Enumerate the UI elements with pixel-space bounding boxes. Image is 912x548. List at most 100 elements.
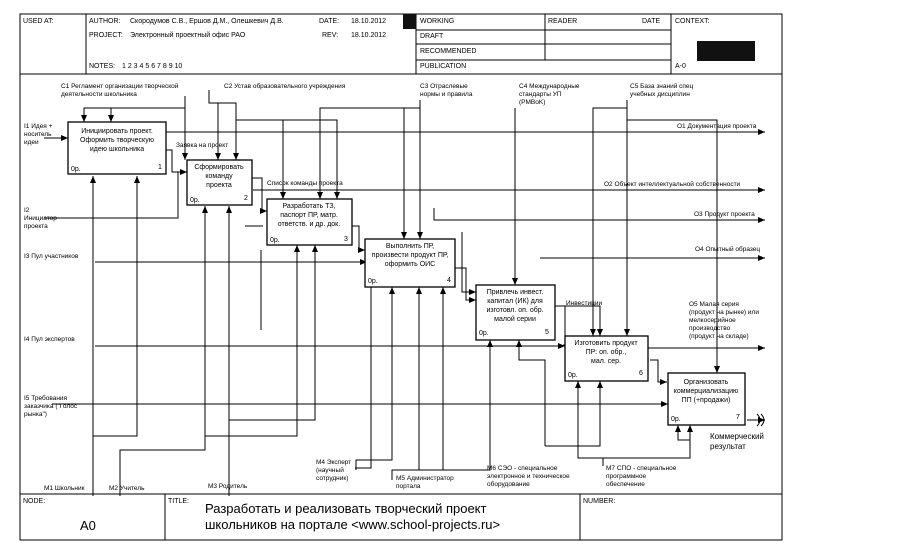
box-1-num: 1 — [158, 164, 162, 171]
mechanism-m7-line-1: M7 СПО - специальное — [606, 465, 677, 472]
tunnel-result-icon — [756, 413, 765, 427]
box-2-op: 0р. — [190, 197, 200, 204]
arrow-c2d — [283, 119, 340, 199]
footer-frame — [19, 493, 783, 541]
arrow-invest — [560, 305, 603, 336]
box-7-num: 7 — [736, 414, 740, 421]
mechanism-m4-line-1: M4 Эксперт — [316, 459, 351, 466]
mechanism-m1-label: M1 Школьник — [44, 485, 85, 492]
activity-box-6[interactable]: Изготовить продукт ПР: оп. обр., мал. се… — [564, 335, 649, 382]
output-o4-label: O4 Опытный образец — [695, 245, 760, 253]
arrow-c1 — [81, 96, 186, 122]
control-c1-line-1: C1 Регламент организации творческой — [61, 82, 179, 90]
input-i2-line-1: I2 — [24, 207, 30, 214]
status-draft: DRAFT — [420, 33, 444, 40]
mechanism-m7-line-2: программное — [606, 473, 646, 480]
activity-box-7[interactable]: Организовать коммерциализацию ПП (+прода… — [667, 372, 746, 426]
arrow-fb-a — [433, 208, 452, 221]
mechanism-m6-line-3: оборудование — [487, 480, 530, 488]
title-line-2: школьников на портале <www.school-projec… — [205, 517, 500, 532]
arrow-m2b — [205, 245, 300, 437]
author-value: Скородумов С.В., Ершов Д.М., Олешкевич Д… — [130, 18, 284, 25]
box-5-line-3: изготовл. оп. обр. — [486, 306, 543, 314]
box-6-line-1: Изготовить продукт — [574, 340, 638, 347]
box-2-line-1: Сформировать — [194, 164, 244, 171]
box-6-op: 0р. — [568, 372, 578, 379]
box-5-op: 0р. — [479, 330, 489, 337]
status-publication: PUBLICATION — [420, 63, 466, 70]
mechanism-m7-line-3: обеспечение — [606, 480, 645, 488]
result-line-2: результат — [710, 442, 746, 451]
control-c4-line-1: C4 Международные — [519, 83, 580, 90]
mechanism-m6-line-2: электронное и техническое — [487, 473, 570, 480]
context-thumbnail — [697, 41, 755, 61]
arrow-m7b — [603, 425, 693, 459]
box-6-line-2: ПР: оп. обр., — [586, 348, 627, 356]
input-i5-line-1: I5 Требования — [24, 394, 68, 402]
status-recommended: RECOMMENDED — [420, 48, 476, 55]
box-7-op: 0р. — [671, 416, 681, 423]
output-o5-line-4: производство — [689, 325, 731, 332]
arrow-m2 — [119, 206, 208, 496]
box-4-line-2: произвести продукт ПР, — [372, 252, 448, 259]
used-at-label: USED AT: — [23, 18, 54, 25]
control-c3-line-1: C3 Отраслевые — [420, 83, 468, 90]
notes-label: NOTES: — [89, 63, 115, 70]
arrow-m6 — [440, 287, 490, 471]
box-6-line-3: мал. сер. — [591, 358, 621, 365]
arrow-m7 — [575, 381, 604, 466]
control-c1-line-2: деятельности школьника — [61, 91, 137, 98]
mechanism-m5-line-1: M5 Администратор — [396, 475, 454, 482]
node-value: A0 — [80, 518, 96, 533]
arrow-c2 — [208, 90, 221, 160]
box-2-line-3: проекта — [206, 182, 232, 189]
activity-box-2[interactable]: Сформировать команду проекта 0р. 2 — [186, 159, 253, 206]
label-team-request: Заявка на проект — [176, 142, 228, 149]
arrow-2-3 — [252, 177, 267, 214]
result-line-1: Коммерческий — [710, 432, 764, 441]
control-c4-line-2: стандарты УП — [519, 91, 562, 98]
box-2-num: 2 — [244, 195, 248, 202]
input-i1-line-2: носитель — [24, 131, 52, 138]
input-i3-label: I3 Пул участников — [24, 253, 79, 260]
activity-box-5[interactable]: Привлечь инвест. капитал (ИК) для изгото… — [475, 284, 556, 341]
arrow-4-5 — [455, 267, 476, 303]
activity-box-4[interactable]: Выполнить ПР, произвести продукт ПР, офо… — [364, 238, 456, 288]
project-label: PROJECT: — [89, 32, 123, 39]
arrow-m1b — [93, 176, 140, 437]
status-working-marker — [403, 14, 416, 29]
mechanism-m4-line-3: сотрудник) — [316, 475, 348, 482]
activity-box-1[interactable]: Инициировать проект. Оформить творческую… — [67, 121, 167, 175]
box-5-line-1: Привлечь инвест. — [487, 289, 544, 296]
control-c5-line-1: C5 База знаний спец — [630, 82, 694, 90]
mechanism-m2-label: M2 Учитель — [109, 485, 145, 492]
arrow-6-7 — [650, 359, 667, 385]
arrow-m6c — [545, 381, 603, 447]
output-o5-line-5: (продукт на складе) — [689, 333, 749, 340]
control-c4-line-3: (PMBoK) — [519, 99, 545, 106]
box-1-line-1: Инициировать проект. — [81, 128, 153, 135]
activity-box-3[interactable]: Разработать ТЗ, паспорт ПР, матр. ответс… — [266, 198, 353, 246]
output-o5-line-1: O5 Малая серия — [689, 301, 739, 308]
label-investments: Инвестиции — [566, 300, 602, 307]
box-5-num: 5 — [545, 329, 549, 336]
project-value: Электронный проектный офис РАО — [130, 31, 246, 39]
box-7-line-1: Организовать — [684, 379, 729, 386]
arrows — [44, 90, 765, 496]
date-value: 18.10.2012 — [351, 18, 386, 25]
arrow-m5b — [419, 340, 493, 471]
box-3-line-1: Разработать ТЗ, — [282, 202, 335, 210]
mechanism-m6-line-1: M6 СЭО - специальное — [487, 465, 558, 472]
number-label: NUMBER: — [583, 498, 615, 505]
input-i2-line-2: Инициатор — [24, 215, 57, 222]
box-2-line-2: команду — [205, 173, 233, 180]
control-c5-line-2: учебных дисциплин — [630, 90, 690, 98]
input-i1-line-3: идеи — [24, 139, 39, 146]
control-c2-label: C2 Устав образовательного учреждения — [224, 82, 346, 90]
box-3-line-2: паспорт ПР, матр. — [280, 212, 338, 219]
box-5-line-4: малой серии — [494, 315, 536, 323]
label-team-list: Список команды проекта — [267, 180, 343, 187]
context-node: A-0 — [675, 63, 686, 70]
input-i5-line-3: рынка") — [24, 411, 47, 418]
